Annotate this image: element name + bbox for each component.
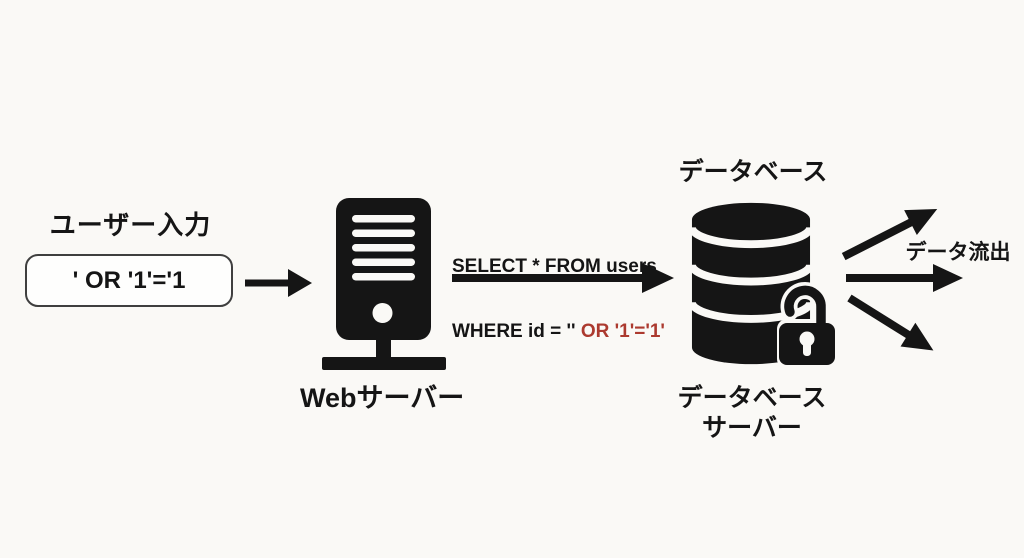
web-server-label: Webサーバー [300, 383, 465, 413]
database-label: データベース [678, 158, 828, 186]
database-server-label: データベース サーバー [662, 383, 842, 443]
arrow-down-right-icon [847, 294, 934, 351]
arrow-right-icon [245, 269, 312, 297]
sql-query-normal-part: WHERE id = '' [452, 320, 581, 342]
server-icon [322, 198, 446, 370]
user-input-label: ユーザー入力 [49, 210, 212, 240]
user-input-value: ' OR '1'='1 [72, 266, 186, 294]
sql-query-line-1: SELECT * FROM users [452, 256, 657, 277]
database-server-label-line-1: データベース [677, 384, 827, 412]
arrow-right-icon [452, 263, 674, 293]
data-leak-label: データ流出 [905, 241, 1011, 264]
arrow-up-right-icon [841, 208, 938, 261]
sql-query-text: SELECT * FROM users WHERE id = '' OR '1'… [452, 213, 697, 385]
arrow-right-icon [846, 264, 963, 292]
database-server-label-line-2: サーバー [702, 414, 802, 442]
sql-query-injected-part: OR '1'='1' [580, 320, 665, 342]
user-input-box: ' OR '1'='1 [25, 254, 233, 307]
sql-query-line-2: WHERE id = '' OR '1'='1' [452, 321, 697, 343]
open-padlock-icon [777, 281, 839, 369]
